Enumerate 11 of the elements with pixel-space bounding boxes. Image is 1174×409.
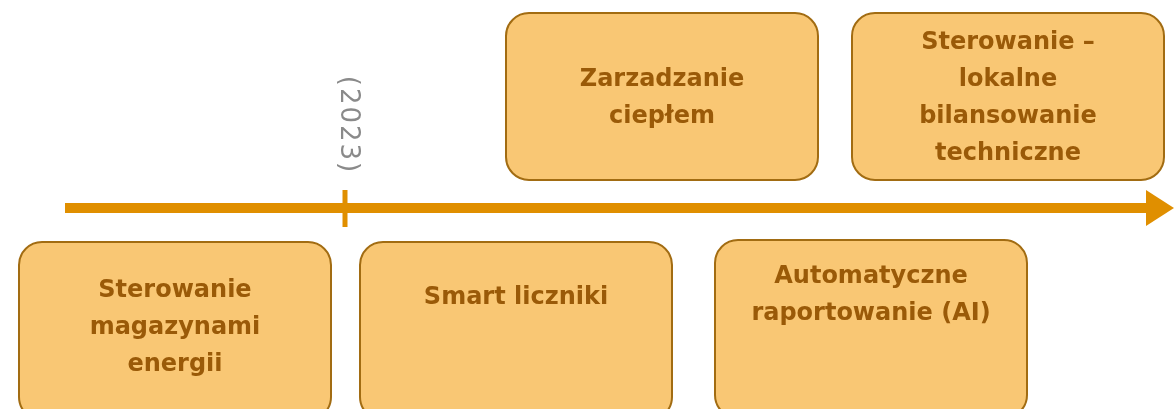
milestone-text: Automatyczne raportowanie (AI) [750, 260, 992, 328]
milestone-box [505, 12, 819, 181]
milestone-text: Sterowanie – lokalne bilansowanie techniczne [918, 25, 1098, 168]
milestone-box [851, 12, 1165, 181]
milestone-box [18, 241, 332, 409]
milestone-text: Smart liczniki [423, 280, 609, 312]
milestone-text: Sterowanie magazynami energii [88, 274, 262, 379]
milestone-box [714, 239, 1028, 409]
year-label: (2023) [335, 75, 365, 175]
milestone-box [359, 241, 673, 409]
milestone-text: Zarzadzanie ciepłem [578, 62, 746, 131]
